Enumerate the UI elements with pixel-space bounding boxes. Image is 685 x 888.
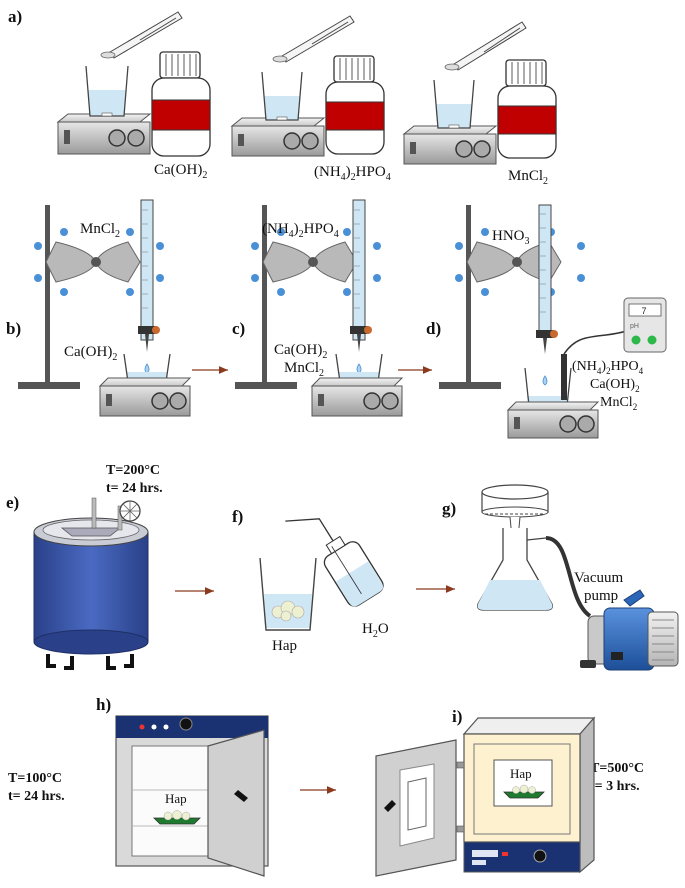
panel-label-i: i) (452, 707, 462, 726)
beaker-label-caoh2: Ca(OH)2 (274, 342, 327, 361)
droplet-icon (144, 363, 150, 374)
panel-label-a: a) (8, 7, 22, 26)
reagent-label-caoh2: Ca(OH)2 (154, 162, 207, 181)
muffle-furnace (375, 716, 596, 877)
beaker (85, 65, 129, 117)
beaker-label-nh4-2hpo4: (NH4)2HPO4 (572, 359, 644, 376)
vacuum-pump (580, 589, 679, 671)
droplet-icon (542, 375, 548, 386)
ph-meter: 7 pH (623, 297, 667, 353)
autoclave (33, 497, 149, 670)
ph-label: pH (630, 323, 639, 330)
beaker (259, 557, 317, 631)
drying-time: t= 24 hrs. (8, 789, 65, 804)
beaker (433, 79, 475, 129)
solvent-label-h2o: H2O (362, 621, 389, 640)
ph-electrode (561, 329, 631, 400)
burette-clamp (34, 228, 164, 296)
beaker-label-caoh2: Ca(OH)2 (64, 344, 117, 363)
panel-label-g: g) (442, 499, 456, 518)
reagent-bottle (325, 55, 385, 155)
burette (536, 204, 558, 354)
burette-label-hno3: HNO3 (492, 228, 530, 247)
hotplate-stirrer (230, 117, 326, 157)
burette-label-nh4-2hpo4: (NH4)2HPO4 (262, 221, 339, 240)
spatula-icon (100, 11, 183, 59)
hotplate-stirrer (506, 401, 600, 439)
burette-clamp (251, 228, 381, 296)
burette (350, 199, 372, 352)
panel-label-b: b) (6, 319, 21, 338)
autoclave-time: t= 24 hrs. (106, 481, 163, 496)
vacuum-tubing (545, 536, 592, 618)
spatula-icon (272, 15, 355, 63)
panel-label-h: h) (96, 695, 111, 714)
reagent-label-nh4-2hpo4: (NH4)2HPO4 (314, 164, 391, 183)
retort-stand (235, 205, 297, 389)
panel-label-f: f) (232, 507, 243, 526)
panel-label-c: c) (232, 319, 245, 338)
spatula-icon (444, 21, 527, 71)
calcination-temperature: T=500°C (590, 761, 644, 776)
droplet-icon (356, 363, 362, 374)
panel-label-d: d) (426, 319, 441, 338)
calcination-time: t= 3 hrs. (590, 779, 640, 794)
drying-temperature: T=100°C (8, 771, 62, 786)
ph-reading: 7 (641, 306, 646, 316)
beaker-label-mncl2: MnCl2 (284, 360, 324, 379)
beaker-label-mncl2: MnCl2 (600, 395, 637, 412)
hotplate-stirrer (98, 377, 192, 417)
drying-oven (115, 715, 269, 877)
pump-label-line1: Vacuum (574, 570, 623, 586)
autoclave-temperature: T=200°C (106, 463, 160, 478)
wash-bottle-icon (285, 518, 384, 607)
burette-label-mncl2: MnCl2 (80, 221, 120, 240)
reagent-bottle (497, 59, 557, 159)
pump-label-line2: pump (584, 588, 618, 604)
hotplate-stirrer (402, 125, 498, 165)
retort-stand (439, 205, 501, 389)
product-label-hap: Hap (272, 638, 297, 654)
reagent-label-mncl2: MnCl2 (508, 168, 548, 187)
beaker-label-caoh2: Ca(OH)2 (590, 377, 640, 394)
beaker (261, 71, 303, 121)
panel-label-e: e) (6, 493, 19, 512)
retort-stand (18, 205, 80, 389)
burette-clamp (455, 228, 585, 296)
burette (138, 199, 160, 352)
hotplate-stirrer (56, 113, 152, 155)
oven-product-label-hap: Hap (165, 791, 187, 806)
furnace-product-label-hap: Hap (510, 766, 532, 781)
hotplate-stirrer (310, 377, 404, 417)
reagent-bottle (151, 51, 211, 157)
filter-flask (476, 528, 554, 611)
